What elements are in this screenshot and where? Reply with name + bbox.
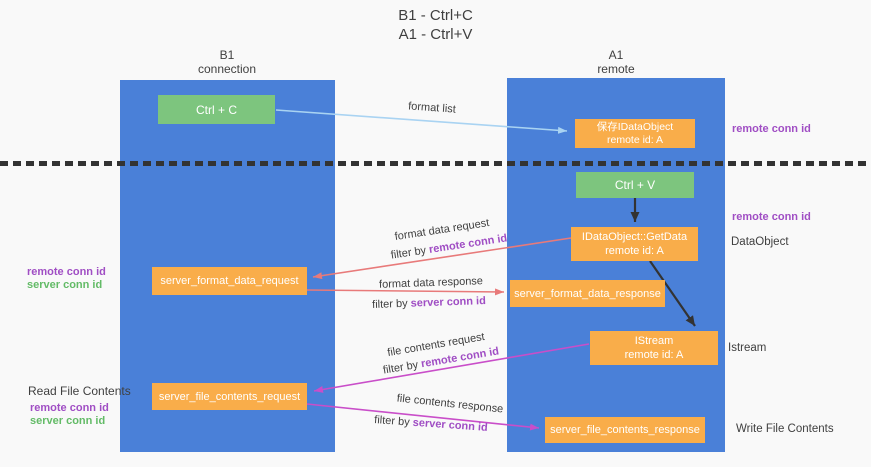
title-line-1: B1 - Ctrl+C (398, 7, 473, 24)
annot-left-remote-conn-id-file: remote conn id (30, 402, 109, 414)
annot-left-remote-conn-id-format: remote conn id (27, 266, 106, 278)
node-getdata-line2: remote id: A (605, 245, 664, 257)
filter-by-text-1: filter by (390, 244, 427, 262)
node-getdata: IDataObject::GetData remote id: A (571, 227, 698, 261)
node-server-file-contents-response-label: server_file_contents_response (550, 424, 700, 436)
annot-left-server-conn-id-format: server conn id (27, 279, 103, 291)
node-getdata-line1: IDataObject::GetData (581, 231, 688, 243)
lane-header-b1: B1 connection (157, 48, 297, 76)
label-file-contents-response: file contents response (396, 392, 504, 416)
annot-read-file-contents: Read File Contents (28, 384, 131, 398)
label-filter-server-2: filter by server conn id (374, 414, 488, 434)
node-istream-line2: remote id: A (624, 349, 684, 361)
filter-by-text-4: filter by (373, 414, 411, 429)
title-line-2: A1 - Ctrl+V (398, 26, 473, 43)
node-ctrl-v-label: Ctrl + V (614, 178, 656, 192)
annot-right-remote-conn-id-top: remote conn id (732, 123, 811, 135)
node-server-format-data-request: server_format_data_request (152, 267, 307, 295)
dashed-divider (0, 161, 871, 166)
lane-header-a1: A1 remote (546, 48, 686, 76)
node-save-dataobject: 保存IDataObject remote id: A (575, 119, 695, 148)
label-format-list: format list (407, 100, 457, 116)
arrow-format-data-response (306, 288, 505, 296)
filter-by-text-3: filter by (382, 358, 420, 377)
diagram-title: B1 - Ctrl+C A1 - Ctrl+V (0, 6, 871, 44)
node-server-format-data-response: server_format_data_response (510, 280, 665, 307)
node-save-dataobject-line2: remote id: A (606, 133, 664, 146)
annot-right-remote-conn-id-mid: remote conn id (732, 211, 811, 223)
node-ctrl-v: Ctrl + V (576, 172, 694, 198)
annot-istream: Istream (728, 342, 767, 354)
lane-b1-subtitle: connection (197, 62, 257, 76)
annot-write-file-contents: Write File Contents (736, 423, 834, 435)
lane-b1-name: B1 (219, 48, 235, 62)
filter-by-text-2: filter by (371, 297, 408, 311)
lane-a1-name: A1 (608, 48, 624, 62)
node-save-dataobject-line1: 保存IDataObject (596, 120, 674, 133)
lane-a1-subtitle: remote (597, 62, 635, 76)
server-conn-id-text-1: server conn id (410, 295, 487, 310)
node-ctrl-c-label: Ctrl + C (195, 102, 237, 117)
node-istream: IStream remote id: A (590, 331, 718, 365)
annot-dataobject: DataObject (731, 236, 789, 248)
node-ctrl-c: Ctrl + C (158, 95, 275, 124)
annot-left-server-conn-id-file: server conn id (30, 415, 106, 427)
node-server-format-data-response-label: server_format_data_response (514, 287, 661, 300)
node-istream-line1: IStream (634, 335, 674, 347)
node-server-format-data-request-label: server_format_data_request (160, 275, 299, 287)
label-format-data-response: format data response (378, 275, 484, 291)
node-server-file-contents-response: server_file_contents_response (545, 417, 705, 443)
node-server-file-contents-request-label: server_file_contents_request (158, 390, 301, 403)
server-conn-id-text-2: server conn id (412, 416, 489, 434)
label-filter-server-1: filter by server conn id (372, 295, 486, 311)
node-server-file-contents-request: server_file_contents_request (152, 383, 307, 410)
